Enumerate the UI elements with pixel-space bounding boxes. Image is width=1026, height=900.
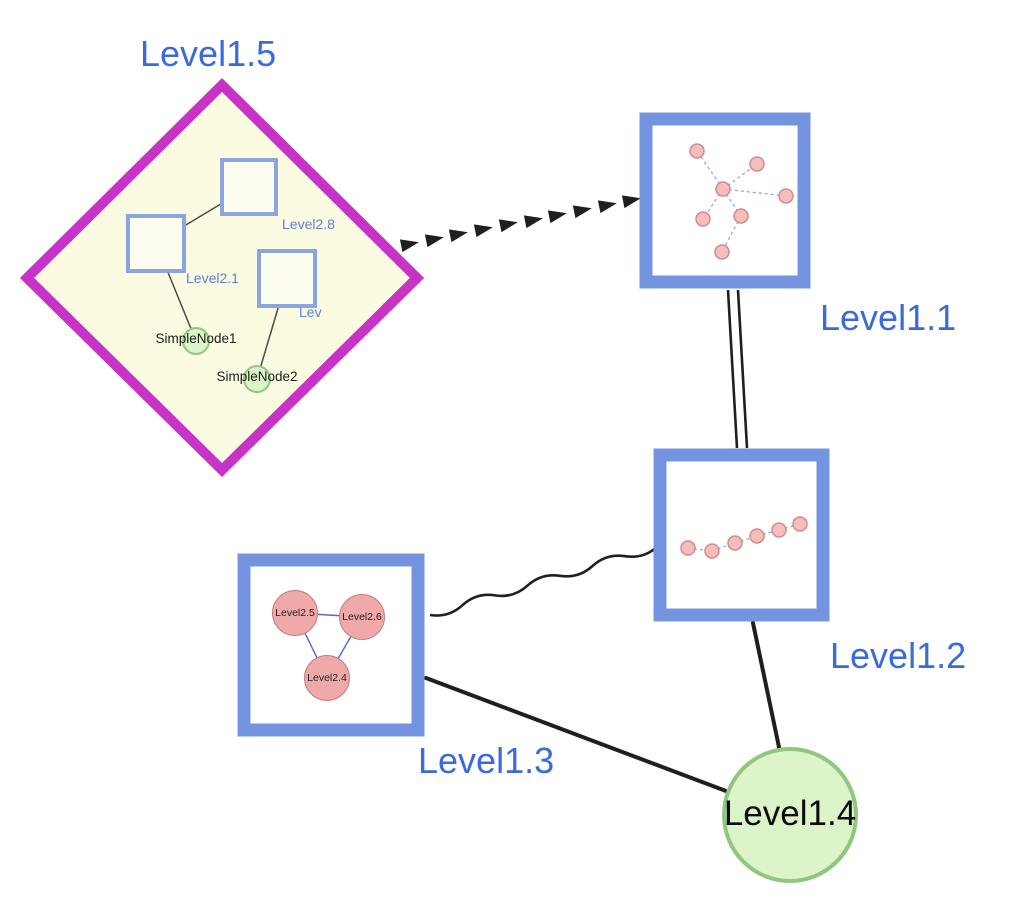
mini-node[interactable] — [695, 211, 711, 227]
mini-node[interactable] — [715, 181, 731, 197]
level2-4-label: Level2.4 — [307, 672, 347, 684]
edge-level13-level12[interactable] — [429, 545, 659, 617]
mini-node[interactable] — [714, 244, 730, 260]
level14-circle[interactable] — [722, 747, 858, 883]
level15-diamond-shape[interactable] — [19, 77, 425, 478]
level11-inner-graph — [689, 143, 794, 260]
mini-node[interactable] — [733, 208, 749, 224]
mini-node[interactable] — [727, 535, 743, 551]
level2-6-label: Level2.6 — [342, 611, 382, 623]
level13-box[interactable] — [237, 553, 425, 737]
simplenode2-label: SimpleNode2 — [216, 369, 298, 384]
mini-node[interactable] — [771, 522, 787, 538]
arrow-dash-icon — [597, 196, 619, 214]
level11-label: Level1.1 — [820, 297, 957, 338]
level2-8-label: Level2.8 — [282, 216, 335, 232]
arrow-dash-icon — [424, 230, 446, 248]
arrow-dash-icon — [498, 215, 520, 233]
level2-lev-label: Lev — [299, 304, 322, 320]
level14-label: Level1.4 — [723, 794, 857, 833]
mini-node[interactable] — [749, 528, 765, 544]
edge-level15-level11[interactable] — [399, 191, 643, 253]
level2-1-label: Level2.1 — [186, 270, 239, 286]
mini-node[interactable] — [680, 540, 696, 556]
mini-node[interactable] — [689, 143, 705, 159]
edge-line — [736, 289, 749, 449]
edge-line — [751, 621, 782, 754]
level12-node[interactable] — [653, 448, 830, 622]
mini-node[interactable] — [749, 156, 765, 172]
level2-1-node[interactable] — [126, 214, 186, 273]
arrow-dash-icon — [399, 235, 421, 253]
level2-5-label: Level2.5 — [275, 607, 315, 619]
mini-node[interactable] — [704, 543, 720, 559]
level2-5-node[interactable]: Level2.5 — [272, 590, 318, 636]
simplenode1-circle[interactable] — [182, 327, 210, 355]
arrow-dash-icon — [547, 206, 569, 224]
level2-4-node[interactable]: Level2.4 — [304, 655, 350, 701]
mini-edge — [722, 188, 787, 197]
arrow-dash-icon — [523, 211, 545, 229]
level12-label: Level1.2 — [830, 635, 967, 676]
edge-level12-level14[interactable] — [751, 621, 782, 754]
arrow-dash-icon — [473, 220, 495, 238]
simplenode2-circle[interactable] — [243, 365, 271, 393]
level15-node[interactable] — [19, 77, 425, 478]
edge-level11-level12[interactable] — [726, 289, 749, 449]
level13-label: Level1.3 — [418, 740, 555, 781]
arrow-dash-icon — [572, 201, 594, 219]
level2-6-node[interactable]: Level2.6 — [339, 594, 385, 640]
level2-lev-node[interactable] — [257, 249, 317, 308]
level12-inner-graph — [680, 516, 808, 559]
simplenode1-label: SimpleNode1 — [155, 331, 237, 346]
edge-line — [424, 676, 736, 796]
edge-line — [726, 289, 739, 449]
mini-node[interactable] — [792, 516, 808, 532]
level15-label: Level1.5 — [140, 33, 277, 74]
mini-node[interactable] — [778, 188, 794, 204]
arrow-dash-icon — [621, 191, 643, 209]
level11-node[interactable] — [639, 112, 811, 289]
arrow-dash-icon — [448, 225, 470, 243]
edge-level13-level14[interactable] — [424, 676, 736, 796]
level12-box[interactable] — [653, 448, 830, 622]
level2-8-node[interactable] — [220, 158, 278, 216]
level13-node[interactable] — [237, 553, 425, 737]
